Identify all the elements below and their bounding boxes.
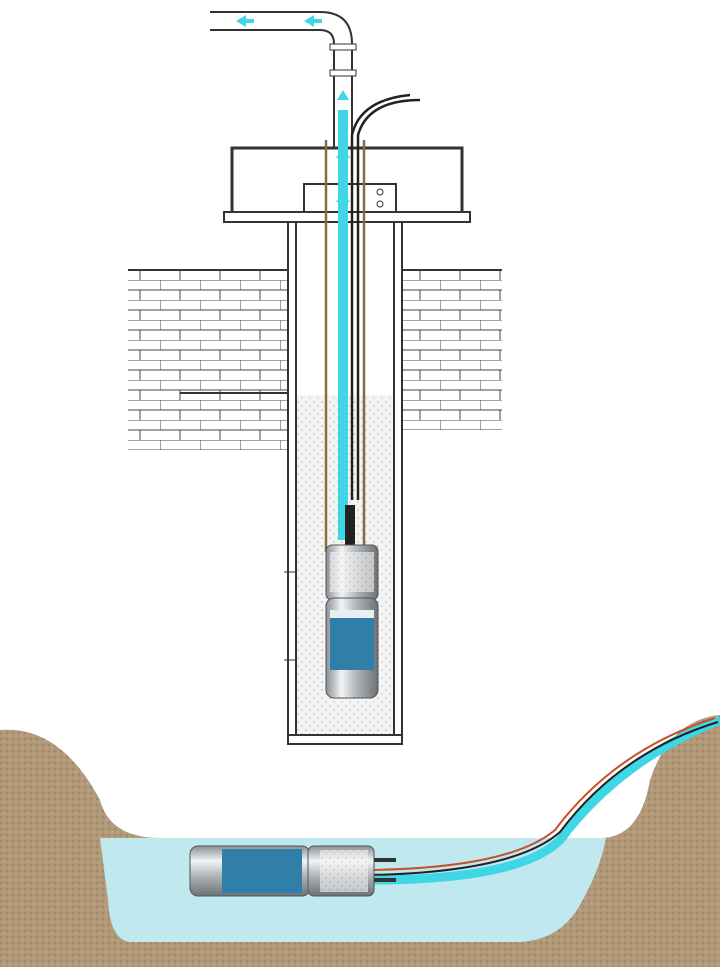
water-flow xyxy=(236,15,350,540)
pond-cables xyxy=(369,715,720,885)
submersible-pump-horizontal xyxy=(189,845,396,897)
submersible-pump-vertical xyxy=(325,505,379,699)
outlet-pipe xyxy=(210,11,357,148)
brick-ground-right xyxy=(402,269,502,430)
pond-scene xyxy=(0,715,720,967)
brick-ground-left xyxy=(128,269,288,450)
flow-arrow-icon xyxy=(236,15,350,202)
pump-cables xyxy=(324,93,421,552)
